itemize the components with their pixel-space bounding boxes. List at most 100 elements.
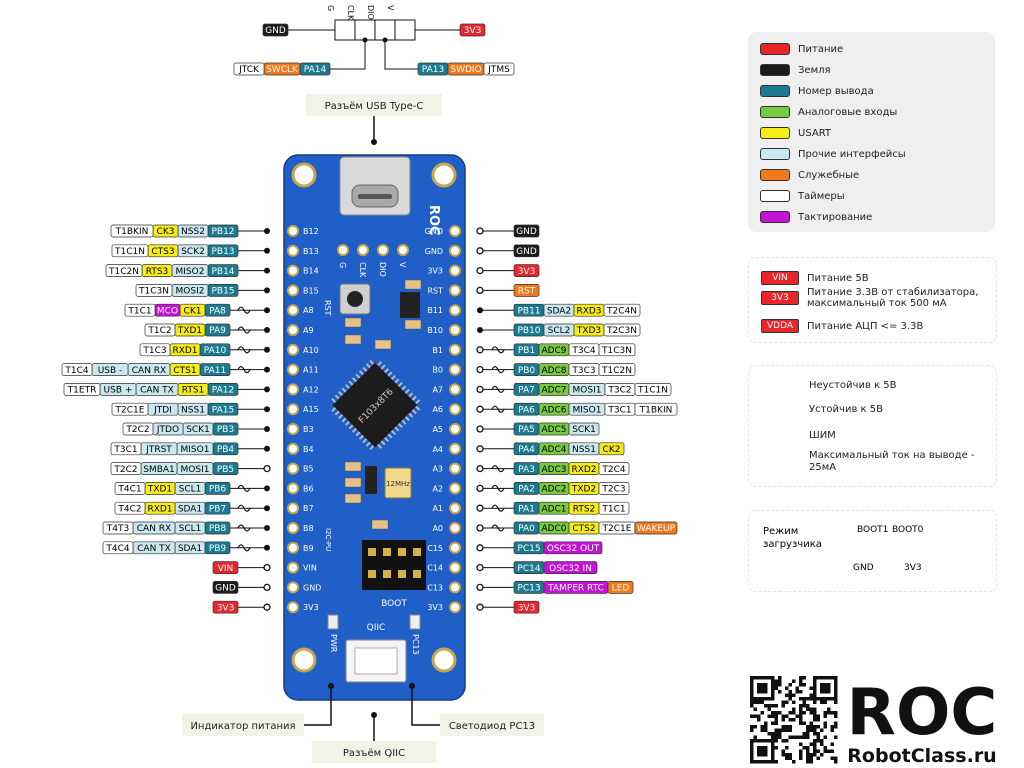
- pin-tag-bg: [483, 62, 515, 76]
- qr-cell: [809, 756, 813, 760]
- qr-cell: [802, 676, 806, 680]
- right-pin-row: 3V3: [476, 600, 540, 614]
- pin-tag: CAN TX: [140, 386, 174, 396]
- qr-cell: [820, 753, 824, 757]
- pin-pad: [449, 581, 461, 594]
- pin-tag: ADC6: [541, 405, 566, 415]
- qr-cell: [788, 725, 792, 729]
- pin-tag-bg: [262, 23, 289, 37]
- qr-cell: [792, 735, 796, 739]
- swd-pin-label: G: [326, 5, 335, 11]
- left-pin-row: GND: [212, 581, 271, 594]
- header-pin: [398, 548, 406, 556]
- pin-tag-bg: [63, 383, 101, 396]
- qr-cell: [827, 707, 831, 711]
- pin-pad: [449, 601, 461, 614]
- pin-tag: T1C3N: [601, 346, 632, 356]
- qr-cell: [802, 700, 806, 704]
- qr-cell: [771, 721, 775, 725]
- pin-tag: PB8: [209, 524, 227, 534]
- pin-tag: JTDO: [156, 425, 179, 435]
- pin-tag-bg: [124, 303, 156, 317]
- qr-cell: [816, 732, 820, 736]
- pin-pad: [287, 403, 299, 416]
- pwm-icon: [237, 326, 251, 334]
- pin-tag: T4C2: [117, 504, 141, 514]
- pwm-icon: [237, 484, 251, 492]
- pin-tag-bg: [568, 422, 600, 436]
- legend-service: Служебные: [760, 168, 859, 182]
- pin-tag-bg: [634, 402, 678, 416]
- stable-dot-icon: [264, 346, 270, 353]
- pin-tag: T2C4: [601, 465, 626, 475]
- board-pin-label: B1: [432, 346, 443, 355]
- stable-dot-icon: [264, 307, 270, 314]
- pin-tag: PA7: [518, 386, 535, 396]
- stable-dot-icon: [264, 327, 270, 333]
- qr-cell: [799, 721, 803, 725]
- stable-dot-icon: [264, 445, 270, 452]
- qr-cell: [809, 725, 813, 729]
- right-pin-row: RST: [476, 284, 540, 297]
- pin-tag: 3V3: [217, 603, 235, 613]
- pin-tag-bg: [543, 561, 598, 574]
- pwm-icon: [237, 544, 251, 552]
- qr-cell: [806, 746, 810, 750]
- bootloader-title: Режим загрузчика: [763, 526, 822, 550]
- pin-tag-bg: [114, 482, 146, 495]
- symbol-legend: Неустойчив к 5В Устойчив к 5В ШИМ Максим…: [748, 365, 997, 487]
- pin-tag: ADC5: [541, 425, 566, 435]
- pin-tag-bg: [110, 224, 154, 238]
- qr-cell: [788, 693, 792, 697]
- qr-cell: [764, 728, 768, 732]
- qr-cell: [778, 732, 782, 736]
- pin-tag-bg: [598, 482, 630, 495]
- qr-cell: [795, 714, 799, 718]
- qr-cell: [753, 700, 757, 704]
- pin-tag: T2C2: [125, 425, 149, 435]
- qr-cell: [813, 707, 817, 711]
- pin-tag: ADC8: [541, 366, 566, 376]
- pin-tag-bg: [114, 501, 146, 515]
- pwm-icon: [491, 524, 505, 532]
- legend-label: Номер вывода: [798, 85, 874, 97]
- stable-dot-icon: [264, 247, 270, 254]
- qr-cell: [785, 725, 789, 729]
- qr-cell: [820, 700, 824, 704]
- qr-cell: [809, 711, 813, 715]
- pin-pad: [449, 442, 461, 455]
- qr-cell: [788, 756, 792, 760]
- pin-tag: PB4: [217, 445, 235, 455]
- qr-cell: [792, 693, 796, 697]
- pin-tag: PB3: [217, 425, 234, 435]
- swd-pad: [397, 244, 409, 256]
- qr-cell: [774, 683, 778, 687]
- logo-url: RobotClass.ru: [847, 745, 996, 767]
- smd-component: [404, 319, 422, 330]
- qr-cell: [827, 711, 831, 715]
- power-tag: VIN: [761, 271, 799, 285]
- qr-cell: [774, 714, 778, 718]
- qr-cell: [774, 721, 778, 725]
- pin-tag: SCL1: [179, 485, 202, 495]
- pin-tag: SDA1: [178, 544, 202, 554]
- board-pin-label: B15: [303, 286, 319, 295]
- swd-pin-label: V: [386, 5, 395, 11]
- qr-cell: [830, 728, 834, 732]
- legend-unstable: Неустойчив к 5В: [809, 379, 897, 391]
- pin-tag: JTMS: [487, 65, 510, 75]
- swd-pad-label: G: [338, 262, 347, 268]
- power-tag: 3V3: [761, 291, 799, 305]
- pin-tag: JTDI: [153, 405, 172, 415]
- qr-cell: [799, 718, 803, 722]
- pin-tag: OSC32 IN: [549, 564, 592, 574]
- pin-tag: GND: [265, 26, 286, 36]
- smd-component: [344, 461, 362, 472]
- qr-cell: [809, 697, 813, 701]
- pin-tag-bg: [139, 343, 171, 357]
